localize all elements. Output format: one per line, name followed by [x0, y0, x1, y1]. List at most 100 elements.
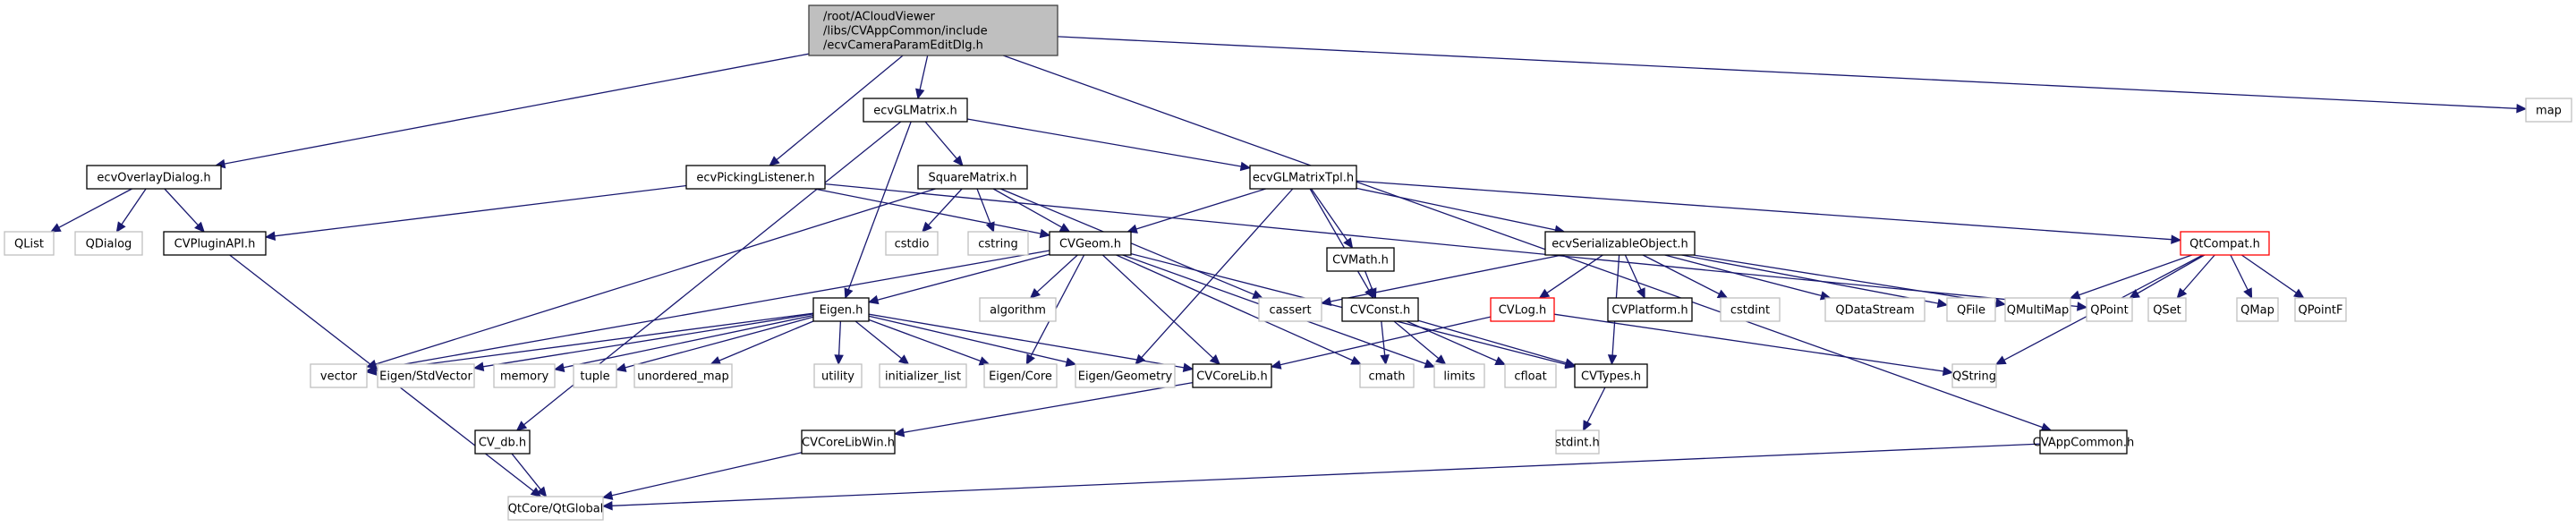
arrowhead-icon [922, 221, 932, 233]
edge-line [847, 121, 912, 290]
node-label: memory [500, 370, 549, 384]
node-label: CVGeom.h [1059, 238, 1121, 251]
node-label: utility [821, 370, 854, 384]
node-cvgeom[interactable]: CVGeom.h [1049, 231, 1132, 256]
edge-eigen-to-eigen-std-vector [472, 313, 814, 371]
node-box [573, 363, 617, 388]
arrowhead-icon [844, 287, 854, 300]
node-label: /libs/CVAppCommon/include [823, 25, 988, 38]
node-cv-db[interactable]: CV_db.h [474, 429, 531, 455]
node-cmath: cmath [1359, 363, 1415, 388]
arrowhead-icon [893, 428, 905, 438]
edge-line [375, 250, 1050, 370]
node-limits: limits [1433, 363, 1485, 388]
edge-line [1135, 188, 1266, 230]
edge-line [1030, 254, 1085, 357]
node-qt-compat[interactable]: QtCompat.h [2180, 231, 2270, 256]
arrowhead-icon [553, 362, 565, 372]
node-ecv-glmatrix-tpl[interactable]: ecvGLMatrixTpl.h [1249, 165, 1357, 190]
arrowhead-icon [1209, 353, 1220, 365]
arrowhead-icon [985, 221, 995, 234]
arrowhead-icon [264, 231, 276, 242]
edge-line [877, 253, 1050, 301]
node-label: CVMath.h [1332, 254, 1389, 268]
node-label: cstdint [1730, 304, 1770, 318]
node-label: SquareMatrix.h [928, 172, 1016, 185]
arrowhead-icon [49, 223, 62, 233]
node-ecv-glmatrix[interactable]: ecvGLMatrix.h [863, 98, 968, 123]
node-box [813, 363, 863, 388]
edge-line [868, 313, 1185, 369]
node-label: cstdio [895, 238, 930, 251]
node-qstring: QString [1951, 363, 1997, 388]
arrowhead-icon [1320, 296, 1332, 307]
edge-ecv-serializable-object-to-qmulti-map [1693, 254, 2007, 308]
arrowhead-icon [1538, 288, 1551, 299]
edge-ecv-glmatrix-tpl-to-cvconst [1309, 188, 1374, 300]
edge-ecv-glmatrix-tpl-to-eigen-geometry [1135, 188, 1294, 365]
arrowhead-icon [2171, 234, 2182, 244]
node-label: Eigen.h [820, 304, 863, 318]
node-cvmath[interactable]: CVMath.h [1326, 247, 1395, 272]
node-ecv-picking-listener[interactable]: ecvPickingListener.h [685, 165, 826, 190]
arrowhead-icon [194, 221, 205, 233]
edge-line [375, 188, 936, 365]
node-ecv-overlay-dialog[interactable]: ecvOverlayDialog.h [86, 165, 222, 190]
edge-line [966, 118, 1242, 167]
node-label: QDialog [86, 238, 132, 251]
node-box [4, 231, 55, 256]
node-box [1504, 363, 1557, 388]
node-label: QString [1952, 370, 1996, 384]
node-cvlog[interactable]: CVLog.h [1490, 297, 1555, 322]
node-label: cfloat [1514, 370, 1546, 384]
node-eigen[interactable]: Eigen.h [812, 297, 870, 322]
node-cvcore-lib[interactable]: CVCoreLib.h [1192, 363, 1272, 388]
arrowhead-icon [472, 361, 485, 371]
arrowhead-icon [1716, 289, 1729, 299]
edge-line [625, 316, 814, 369]
node-box [1824, 297, 1926, 322]
edge-line [919, 55, 929, 90]
arrowhead-icon [1494, 356, 1507, 366]
node-box [1359, 363, 1415, 388]
edge-line [976, 188, 991, 224]
node-box [863, 98, 968, 123]
node-cvapp-common[interactable]: CVAppCommon.h [2033, 429, 2134, 455]
node-label: map [2536, 105, 2562, 118]
arrowhead-icon [2069, 290, 2081, 300]
node-box [2525, 98, 2572, 123]
node-eigen-std-vector: Eigen/StdVector [377, 363, 475, 388]
node-cvtypes[interactable]: CVTypes.h [1574, 363, 1648, 388]
arrowhead-icon [1435, 354, 1447, 365]
node-box [633, 363, 733, 388]
node-square-matrix[interactable]: SquareMatrix.h [917, 165, 1028, 190]
node-label: QtCompat.h [2189, 238, 2260, 251]
node-cvplatform[interactable]: CVPlatform.h [1607, 297, 1693, 322]
arrowhead-icon [601, 490, 614, 500]
edge-ecv-picking-listener-to-cvgeom [814, 188, 1051, 239]
edge-line [375, 312, 814, 372]
node-map: map [2525, 98, 2572, 123]
node-label: vector [320, 370, 358, 384]
node-cvconst[interactable]: CVConst.h [1341, 297, 1419, 322]
edge-line [611, 443, 2041, 506]
node-ecv-serializable-object[interactable]: ecvSerializableObject.h [1544, 231, 1696, 256]
arrowhead-icon [1424, 359, 1436, 369]
edge-qt-compat-to-qpoint [2129, 254, 2206, 299]
node-cvplugin-api[interactable]: CVPluginAPI.h [163, 231, 267, 256]
node-vector: vector [310, 363, 368, 388]
node-box [2180, 231, 2270, 256]
node-box [493, 363, 556, 388]
node-box [808, 4, 1058, 56]
edge-ecv-overlay-dialog-to-qlist [49, 188, 132, 233]
node-cvcore-lib-win[interactable]: CVCoreLibWin.h [801, 429, 896, 455]
root-node[interactable]: /root/ACloudViewer/libs/CVAppCommon/incl… [808, 4, 1058, 56]
node-box [1049, 231, 1132, 256]
arrowhead-icon [1025, 353, 1035, 366]
node-label: unordered_map [637, 370, 729, 384]
node-box [2039, 429, 2128, 455]
arrowhead-icon [867, 294, 880, 305]
edge-cvgeom-to-eigen-core [1025, 254, 1085, 366]
node-box [2004, 297, 2071, 322]
node-label: Eigen/Core [989, 370, 1052, 384]
